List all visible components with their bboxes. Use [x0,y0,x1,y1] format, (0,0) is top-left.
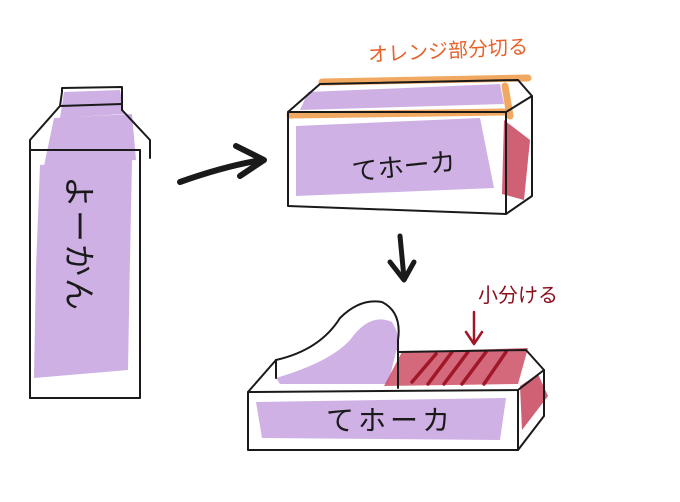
orange-cut-note: オレンジ部分切る [368,34,529,66]
package-fill [34,90,136,378]
cut-box-outline [287,79,533,215]
yokan-package: よーかん [29,86,151,399]
slice-lines [410,350,508,386]
cut-box-red-side [502,120,530,200]
cut-box-fill [296,84,504,196]
sliced-box: てホーカ 小分ける [247,283,558,451]
slice-note: 小分ける [478,283,558,307]
package-outline [29,86,151,399]
small-arrow-down-icon [464,310,484,346]
package-label: よーかん [60,176,98,312]
arrow-right-icon [177,143,267,185]
sliced-box-red-side [520,374,548,430]
sliced-box-front-fill [256,398,506,440]
sliced-box-label: てホーカ [326,404,454,437]
sliced-box-outline [247,300,545,451]
peeled-top-fill [276,319,399,384]
cut-box: てホーカ オレンジ部分切る [286,34,533,215]
arrow-down-icon [387,233,417,283]
